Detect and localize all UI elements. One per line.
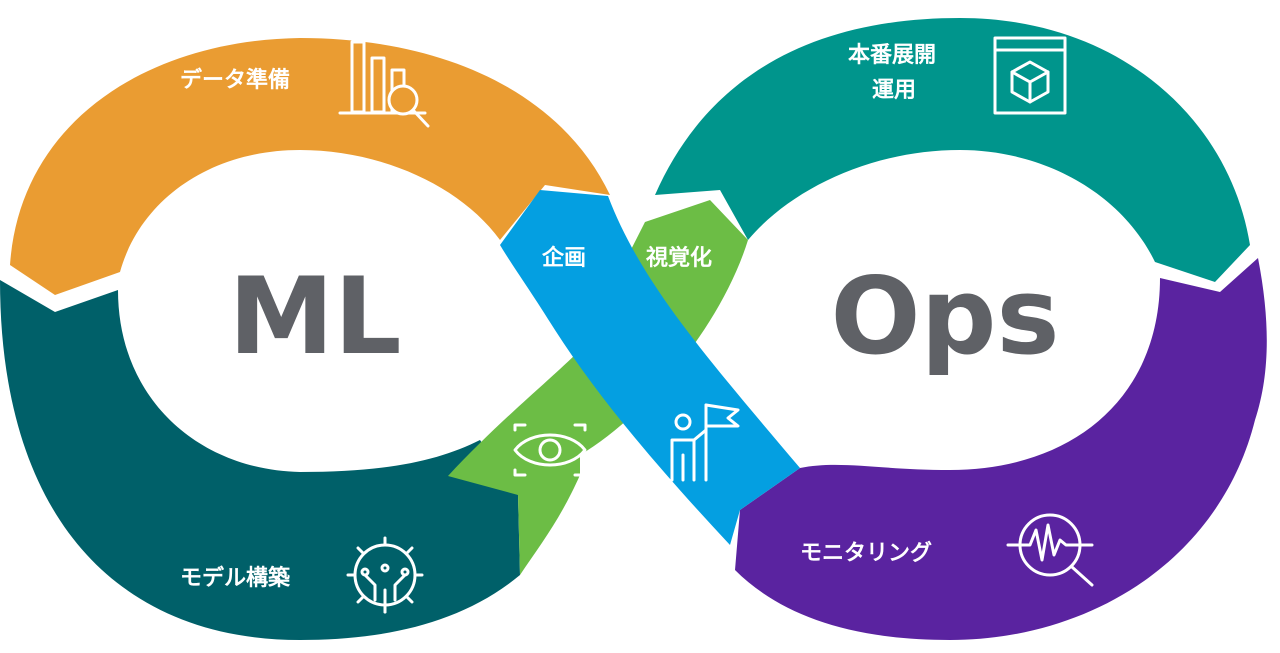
segment-model-build <box>0 280 520 640</box>
label-visualization: 視覚化 <box>646 245 712 271</box>
title-ml: ML <box>228 255 401 378</box>
eye-icon <box>513 423 587 477</box>
label-model-build: モデル構築 <box>180 565 291 591</box>
label-monitoring: モニタリング <box>800 540 932 566</box>
segment-data-prep <box>10 38 610 295</box>
label-planning: 企画 <box>541 245 586 271</box>
chart-magnifier-icon <box>338 40 430 128</box>
title-ops: Ops <box>830 255 1059 378</box>
browser-box-icon <box>993 36 1067 115</box>
label-data-prep: データ準備 <box>180 67 290 93</box>
label-deploy-line1: 本番展開 <box>848 43 936 68</box>
segment-monitoring <box>735 258 1267 640</box>
person-flag-icon <box>670 403 740 482</box>
segment-deploy <box>655 18 1250 282</box>
segment-planning <box>500 190 800 545</box>
waveform-magnifier-icon <box>1006 513 1094 587</box>
gear-circuit-icon <box>346 536 424 614</box>
label-deploy-line2: 運用 <box>872 78 916 103</box>
